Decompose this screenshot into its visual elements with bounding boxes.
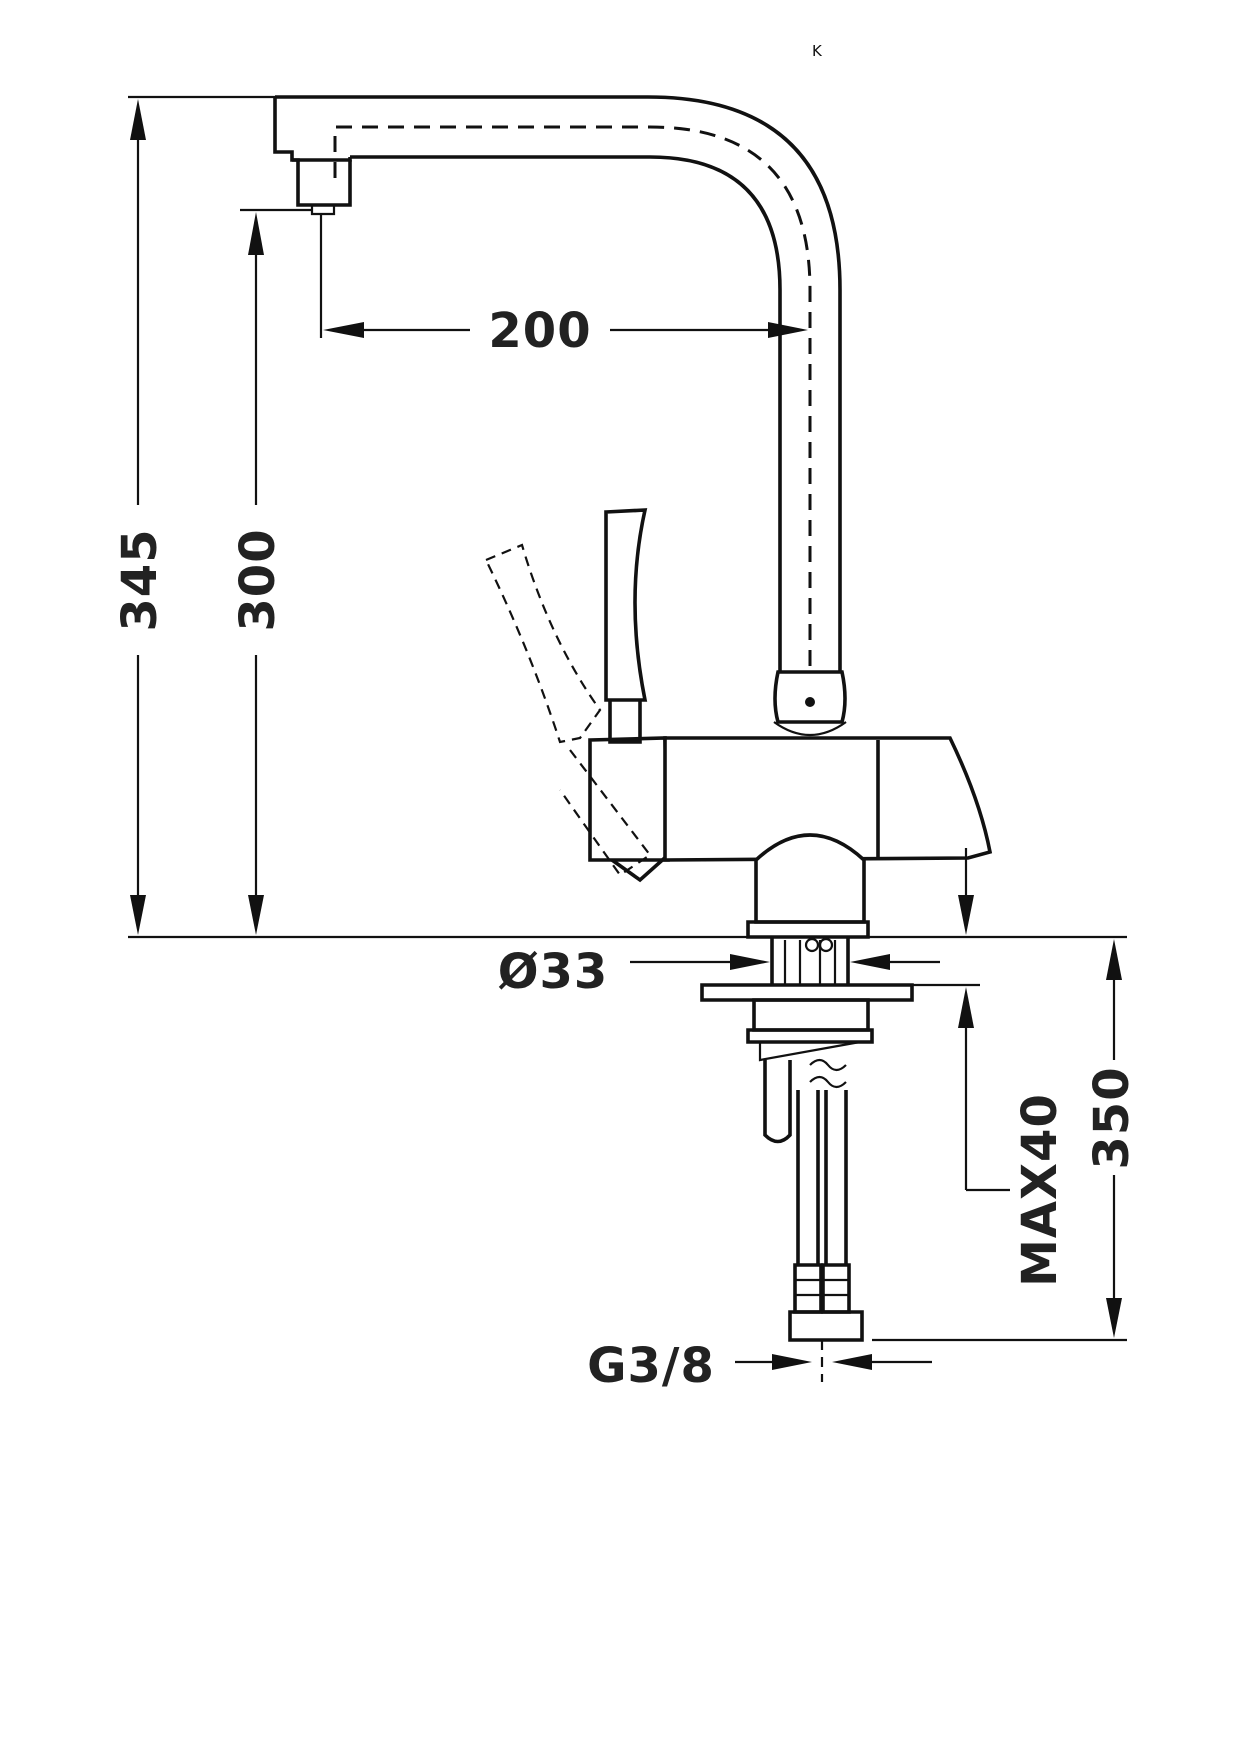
mounting-kit bbox=[700, 937, 914, 1382]
spout bbox=[273, 95, 847, 737]
dimension-total-height: 345 bbox=[112, 95, 275, 935]
dimension-max-deck-thickness: MAX40 bbox=[912, 848, 1068, 1287]
dimension-hole-diameter: Ø33 bbox=[498, 944, 940, 1000]
dim-label-350: 350 bbox=[1084, 1066, 1140, 1169]
dimension-connection-thread: G3/8 bbox=[587, 1338, 932, 1394]
dim-label-g38: G3/8 bbox=[587, 1338, 715, 1394]
lever-handle bbox=[484, 508, 670, 883]
dim-label-diameter: Ø33 bbox=[498, 944, 609, 1000]
mixer-body bbox=[663, 736, 993, 939]
dimension-spout-reach: 200 bbox=[319, 214, 808, 359]
dimension-hose-length: 350 bbox=[872, 939, 1140, 1342]
page-marker: K bbox=[812, 42, 822, 60]
dim-label-300: 300 bbox=[230, 528, 286, 631]
dim-label-345: 345 bbox=[112, 528, 168, 631]
dim-label-max40: MAX40 bbox=[1012, 1093, 1068, 1287]
dim-label-200: 200 bbox=[488, 303, 591, 359]
dimension-spout-height: 300 bbox=[230, 208, 312, 935]
